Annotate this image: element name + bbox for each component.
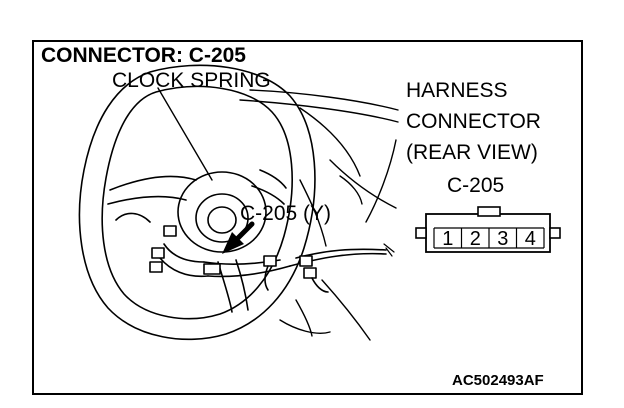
- harness-break-mark: [383, 243, 395, 257]
- connector-pin-3: 3: [497, 228, 508, 250]
- connector-pin-1: 1: [442, 228, 453, 250]
- harness-label-line1: HARNESS: [406, 79, 508, 102]
- harness-label-line2: CONNECTOR: [406, 110, 541, 133]
- diagram-title: CONNECTOR: C-205: [41, 44, 246, 67]
- clock-spring-leader: [157, 87, 213, 181]
- figure-code: AC502493AF: [452, 372, 544, 389]
- wiring-harness: [149, 225, 387, 293]
- connector-pin-2: 2: [470, 228, 481, 250]
- steering-wheel: [78, 64, 316, 341]
- connector-callout-label: C-205 (Y): [240, 202, 331, 225]
- harness-label-line3: (REAR VIEW): [406, 141, 538, 164]
- connector-id-label: C-205: [447, 174, 504, 197]
- clock-spring-label: CLOCK SPRING: [112, 69, 271, 92]
- connector-arrow-icon: [222, 221, 255, 254]
- connector-pin-4: 4: [525, 228, 536, 250]
